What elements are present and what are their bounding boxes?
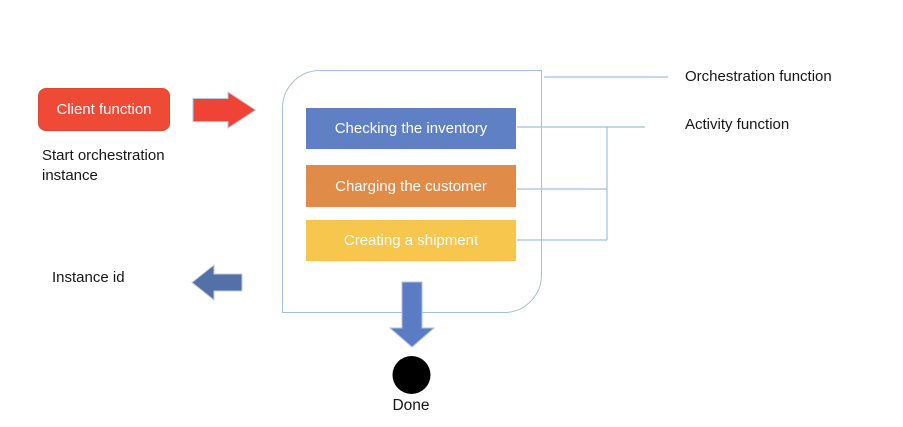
done-label: Done [392,397,430,414]
activity-function-label: Activity function [685,116,790,133]
orchestration-function-label: Orchestration function [685,68,832,85]
client-function-box: Client function [38,88,170,131]
activity-label-creating-shipment: Creating a shipment [343,232,479,249]
client-function-label: Client function [56,101,152,118]
done-circle-icon [392,356,431,394]
activity-label-checking-inventory: Checking the inventory [334,120,488,137]
arrow-right-icon [192,91,257,129]
start-orchestration-caption: Start orchestration instance [42,147,165,184]
activity-box-charging-customer: Charging the customer [306,165,516,207]
instance-id-label: Instance id [52,269,125,286]
activity-label-charging-customer: Charging the customer [335,177,487,195]
activity-box-checking-inventory: Checking the inventory [306,108,516,149]
activity-box-creating-shipment: Creating a shipment [306,220,516,261]
arrow-left-icon [191,263,243,302]
